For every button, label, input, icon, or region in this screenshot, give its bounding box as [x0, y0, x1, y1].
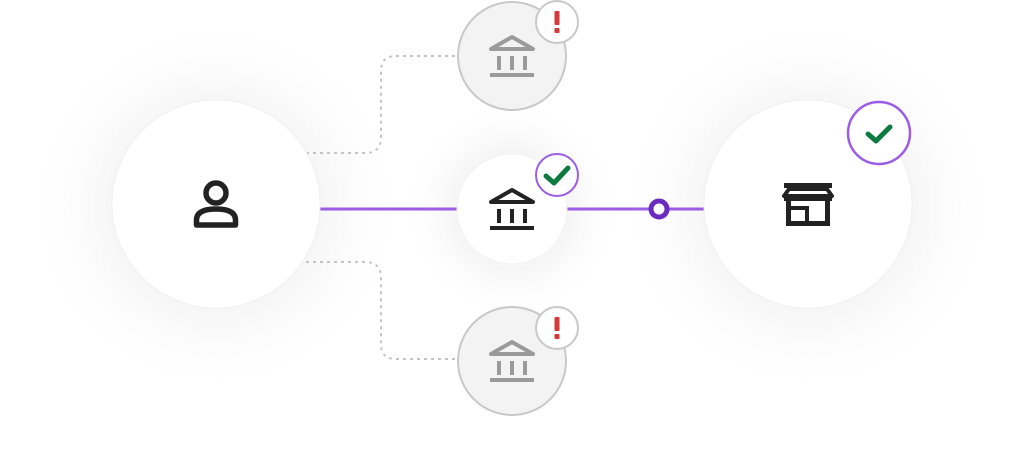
connector-midpoint-marker: [648, 198, 670, 220]
bank-icon: [489, 188, 535, 230]
store-node[interactable]: [703, 99, 913, 309]
checkmark-icon: [865, 124, 893, 144]
exclamation-icon: [554, 317, 560, 331]
checkmark-icon: [543, 165, 571, 186]
exclamation-icon: [554, 11, 560, 25]
bank-icon: [489, 35, 535, 77]
bank-node-top[interactable]: [457, 0, 579, 111]
warning-badge: [535, 0, 579, 44]
success-badge: [846, 100, 912, 166]
storefront-icon: [782, 183, 834, 226]
bank-node-middle[interactable]: [456, 153, 579, 265]
connector-layer: [306, 55, 705, 360]
person-node[interactable]: [111, 99, 321, 309]
person-icon: [193, 180, 239, 228]
dashed-connector-to-bank-top: [306, 55, 458, 154]
success-badge: [535, 153, 579, 197]
warning-badge: [535, 306, 579, 350]
dashed-connector-to-bank-bottom: [306, 261, 458, 360]
bank-icon: [489, 340, 535, 382]
bank-node-bottom[interactable]: [457, 306, 579, 416]
